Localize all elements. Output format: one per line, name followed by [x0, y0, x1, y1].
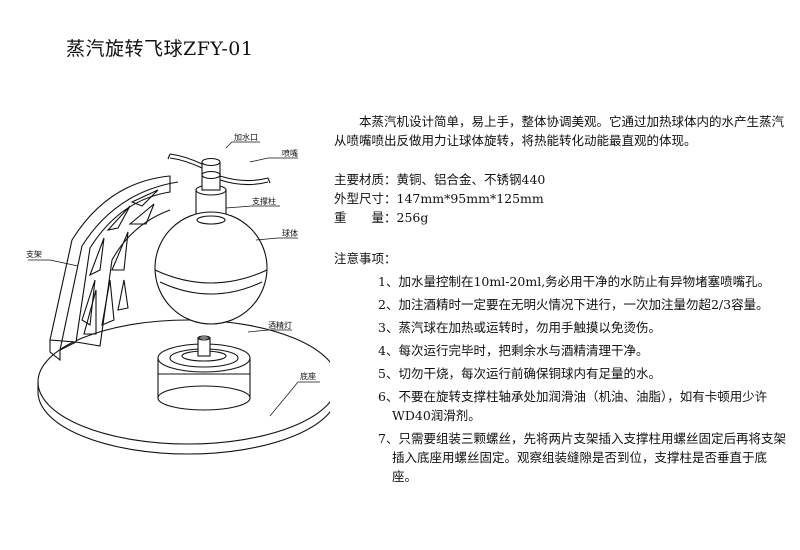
notes-list: 1、加水量控制在10ml-20ml,务必用干净的水防止有异物堵塞喷嘴孔。 2、加… — [334, 272, 789, 486]
intro-paragraph: 本蒸汽机设计简单，易上手，整体协调美观。它通过加热球体内的水产生蒸汽从喷嘴喷出反… — [334, 114, 785, 148]
note-item: 7、只需要组装三颗螺丝，先将两片支架插入支撑柱用螺丝固定后再将支架插入底座用螺丝… — [378, 431, 786, 484]
description-block: 本蒸汽机设计简单，易上手，整体协调美观。它通过加热球体内的水产生蒸汽从喷嘴喷出反… — [334, 112, 789, 490]
label-bracket: 支架 — [26, 249, 42, 259]
spec-label: 主要材质： — [334, 172, 397, 187]
label-sphere: 球体 — [282, 228, 298, 238]
note-item: 3、蒸汽球在加热或运转时，勿用手触摸以免烫伤。 — [378, 320, 661, 335]
spec-label: 外型尺寸： — [334, 191, 397, 206]
note-item: 5、切勿干烧，每次运行前确保铜球内有足量的水。 — [378, 366, 661, 381]
note-item: 6、不要在旋转支撑柱轴承处加润滑油（机油、油脂），如有卡顿用少许WD40润滑剂。 — [378, 389, 768, 423]
label-nozzle: 喷嘴 — [282, 148, 298, 158]
spec-row: 外型尺寸： 147mm*95mm*125mm — [334, 189, 789, 208]
bracket — [49, 175, 179, 362]
specs-list: 主要材质： 黄铜、铝合金、不锈钢440 外型尺寸： 147mm*95mm*125… — [334, 170, 789, 227]
spec-value: 256g — [396, 210, 429, 225]
notes-heading: 注意事项： — [334, 251, 397, 266]
spec-value: 147mm*95mm*125mm — [396, 191, 544, 206]
nozzle-tubes — [167, 153, 271, 186]
label-support-column: 支撑柱 — [252, 196, 276, 206]
spec-label: 重 量： — [334, 210, 397, 225]
note-item: 1、加水量控制在10ml-20ml,务必用干净的水防止有异物堵塞喷嘴孔。 — [378, 274, 771, 289]
label-base: 底座 — [300, 371, 316, 381]
page-title: 蒸汽旋转飞球ZFY-01 — [66, 38, 254, 60]
spec-value: 黄铜、铝合金、不锈钢440 — [396, 172, 546, 187]
spec-row: 重 量： 256g — [334, 208, 789, 227]
note-item: 4、每次运行完毕时，把剩余水与酒精清理干净。 — [378, 343, 649, 358]
label-alcohol-lamp: 酒精灯 — [268, 320, 292, 330]
note-item: 2、加注酒精时一定要在无明火情况下进行，一次加注量勿超2/3容量。 — [378, 297, 769, 312]
product-drawing: 加水口 喷嘴 支撑柱 球体 支架 酒精灯 底座 — [26, 132, 330, 455]
alcohol-lamp — [157, 335, 251, 411]
sphere — [154, 211, 268, 325]
spec-row: 主要材质： 黄铜、铝合金、不锈钢440 — [334, 170, 789, 189]
callout-leaders — [28, 141, 320, 417]
label-fill-port: 加水口 — [234, 132, 258, 142]
